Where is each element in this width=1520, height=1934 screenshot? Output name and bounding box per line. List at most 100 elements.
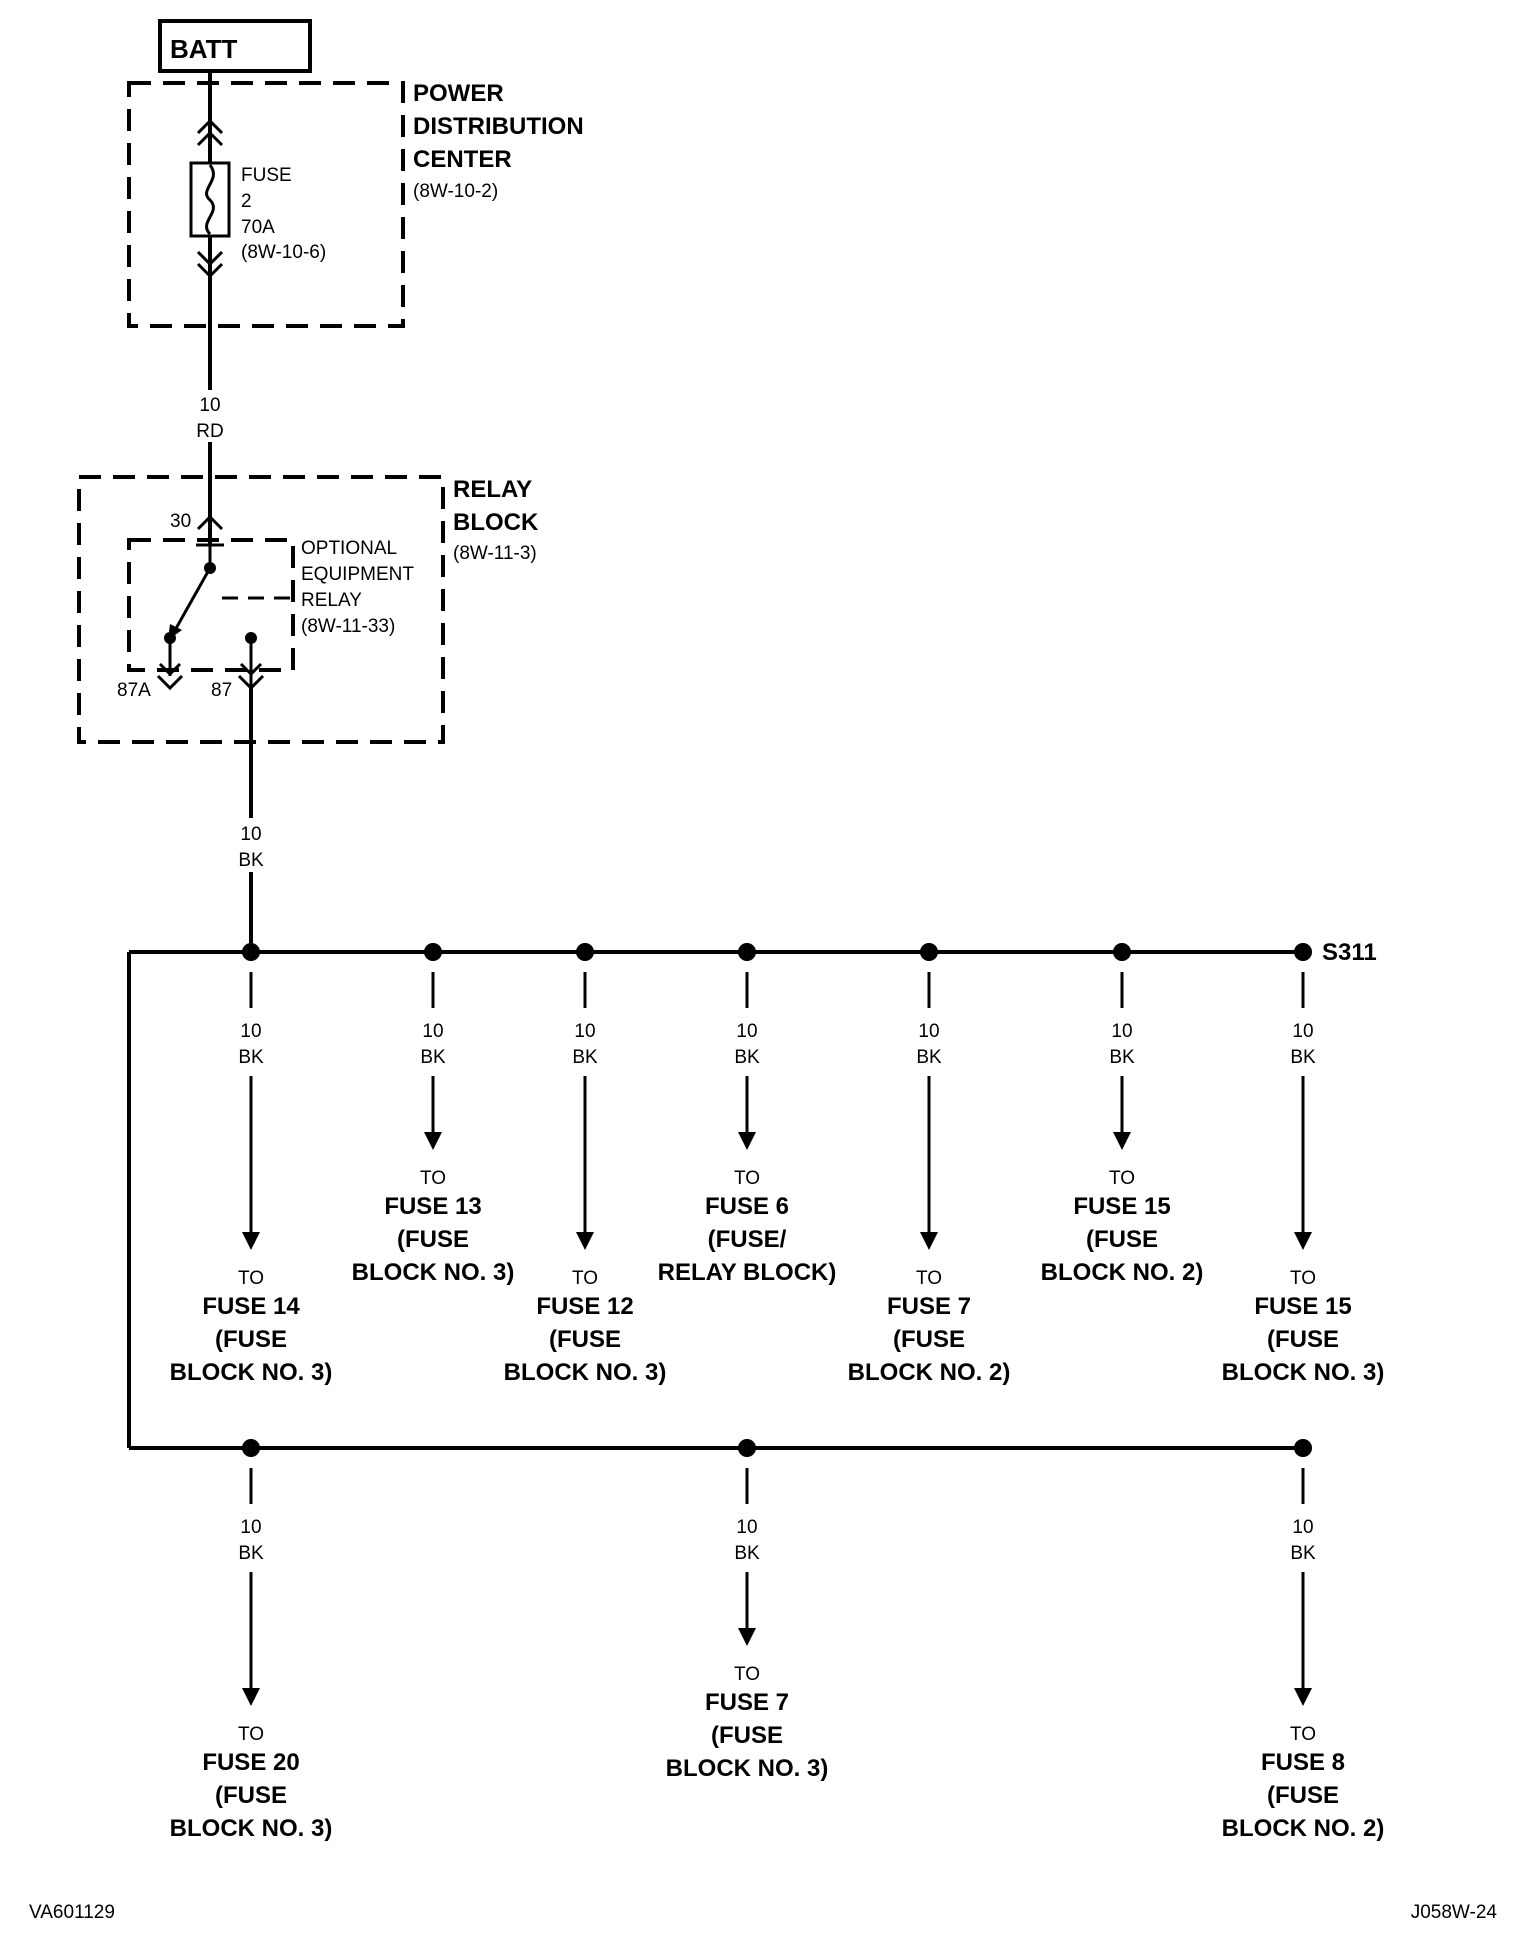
branch-row1-to-label-2: TO (420, 1168, 446, 1189)
branch-row2-arrowhead-1 (242, 1688, 260, 1706)
branch-row1-to-label-4: TO (734, 1168, 760, 1189)
pdc-ref: (8W-10-2) (413, 181, 498, 202)
branch-row1-dest-line-5-3: BLOCK NO. 2) (848, 1359, 1011, 1386)
feed-wire-label-bg (193, 390, 227, 442)
branch-row2-wire-color-1: BK (238, 1543, 264, 1564)
branch-row2-to-label-1: TO (238, 1724, 264, 1745)
branch-row1-dest-line-6-1: FUSE 15 (1073, 1193, 1170, 1220)
branch-row2-wire-color-2: BK (734, 1543, 760, 1564)
branch-row1-dest-line-1-3: BLOCK NO. 3) (170, 1359, 333, 1386)
branch-row1-dest-line-4-2: (FUSE/ (708, 1226, 787, 1253)
relay-block-title-line1: RELAY (453, 476, 532, 503)
pdc-title-line1: POWER (413, 80, 504, 107)
fuse-label-line3: 70A (241, 217, 275, 238)
splice-s311-label: S311 (1322, 939, 1377, 966)
branch-row1-wire-gauge-6: 10 (1111, 1021, 1132, 1042)
pdc-title-line3: CENTER (413, 146, 512, 173)
feed-wire-gauge: 10 (199, 395, 220, 416)
branch-row1-dest-line-5-1: FUSE 7 (887, 1293, 971, 1320)
branch-row1-to-label-3: TO (572, 1268, 598, 1289)
branch-row1-dest-line-3-3: BLOCK NO. 3) (504, 1359, 667, 1386)
branch-row1-to-label-6: TO (1109, 1168, 1135, 1189)
branch-row1-arrowhead-7 (1294, 1232, 1312, 1250)
relay-label-line1: OPTIONAL (301, 538, 397, 559)
branch-row1-dest-line-2-3: BLOCK NO. 3) (352, 1259, 515, 1286)
branch-row1-to-label-1: TO (238, 1268, 264, 1289)
fuse-2-label: FUSE 2 70A (8W-10-6) (241, 165, 326, 263)
fuse-label-line4: (8W-10-6) (241, 242, 326, 263)
branch-row1-splice-dot-7 (1294, 943, 1312, 961)
branch-row1-wire-color-7: BK (1290, 1047, 1316, 1068)
branch-row2-splice-dot-1 (242, 1439, 260, 1457)
branch-row1-wire-gauge-2: 10 (422, 1021, 443, 1042)
branch-row1-arrowhead-1 (242, 1232, 260, 1250)
branch-row2-arrowhead-3 (1294, 1688, 1312, 1706)
branch-row2-dest-line-1-3: BLOCK NO. 3) (170, 1815, 333, 1842)
branch-row1-splice-dot-2 (424, 943, 442, 961)
branch-row2-dest-line-2-1: FUSE 7 (705, 1689, 789, 1716)
branch-row1-dest-line-1-1: FUSE 14 (202, 1293, 300, 1320)
branch-row1-wire-color-3: BK (572, 1047, 598, 1068)
branch-row2-dest-line-2-2: (FUSE (711, 1722, 783, 1749)
fuse-label-line1: FUSE (241, 165, 292, 186)
branch-row2-splice-dot-2 (738, 1439, 756, 1457)
fuse-element (205, 164, 215, 236)
pdc-title: POWER DISTRIBUTION CENTER (8W-10-2) (413, 80, 584, 202)
pdc-title-line2: DISTRIBUTION (413, 113, 584, 140)
branch-row1-dest-line-2-2: (FUSE (397, 1226, 469, 1253)
branch-row1-dest-line-7-2: (FUSE (1267, 1326, 1339, 1353)
branch-row1-dest-line-3-1: FUSE 12 (536, 1293, 633, 1320)
relay-box (127, 538, 295, 672)
branch-row1-arrowhead-5 (920, 1232, 938, 1250)
branch-row1-wire-color-6: BK (1109, 1047, 1135, 1068)
branch-row2-wire-color-3: BK (1290, 1543, 1316, 1564)
relay-label-line4: (8W-11-33) (301, 616, 395, 637)
relay-label-line2: EQUIPMENT (301, 564, 414, 585)
branch-row1-splice-dot-3 (576, 943, 594, 961)
branch-row1-dest-line-4-1: FUSE 6 (705, 1193, 789, 1220)
branch-row1-dest-line-2-1: FUSE 13 (384, 1193, 481, 1220)
branch-row2-wire-gauge-2: 10 (736, 1517, 757, 1538)
relay-label-line3: RELAY (301, 590, 362, 611)
branch-row2-to-label-2: TO (734, 1664, 760, 1685)
branch-row1-arrowhead-4 (738, 1132, 756, 1150)
branch-row1-dest-line-4-3: RELAY BLOCK) (658, 1259, 837, 1286)
relay-switch-arm (172, 567, 212, 633)
output-wire-gauge: 10 (240, 824, 261, 845)
branch-row1-dest-line-7-1: FUSE 15 (1254, 1293, 1351, 1320)
branch-row1-arrowhead-3 (576, 1232, 594, 1250)
batt-box (158, 19, 312, 73)
pdc-connector-bottom (196, 236, 224, 279)
relay-pin-30-label: 30 (170, 511, 191, 532)
branch-row1-wire-color-2: BK (420, 1047, 446, 1068)
footer-right-code: J058W-24 (1411, 1902, 1498, 1923)
relay-block-title-line2: BLOCK (453, 509, 539, 536)
branch-row1-wire-gauge-5: 10 (918, 1021, 939, 1042)
branch-row2-dest-line-3-2: (FUSE (1267, 1782, 1339, 1809)
branch-row2-wire-gauge-1: 10 (240, 1517, 261, 1538)
branch-row1-wire-color-5: BK (916, 1047, 942, 1068)
branch-row2-dest-line-3-3: BLOCK NO. 2) (1222, 1815, 1385, 1842)
relay-block-ref: (8W-11-3) (453, 543, 537, 564)
branch-row1-dest-line-7-3: BLOCK NO. 3) (1222, 1359, 1385, 1386)
branch-row1-splice-dot-4 (738, 943, 756, 961)
relay-label: OPTIONAL EQUIPMENT RELAY (8W-11-33) (301, 538, 414, 637)
branch-row1-wire-gauge-7: 10 (1292, 1021, 1313, 1042)
branch-row1-wire-color-1: BK (238, 1047, 264, 1068)
branch-row1-dest-line-6-3: BLOCK NO. 2) (1041, 1259, 1204, 1286)
branch-row1-dest-line-1-2: (FUSE (215, 1326, 287, 1353)
branch-row1-wire-gauge-4: 10 (736, 1021, 757, 1042)
relay-block-title: RELAY BLOCK (8W-11-3) (453, 476, 539, 564)
pdc-connector-top (196, 118, 224, 163)
relay-pin-87a-connector (156, 662, 184, 691)
branch-row2-dest-line-1-1: FUSE 20 (202, 1749, 299, 1776)
output-wire-color: BK (238, 850, 264, 871)
relay-pin-87-label: 87 (211, 680, 232, 701)
branch-row1-to-label-5: TO (916, 1268, 942, 1289)
branch-row2-dest-line-1-2: (FUSE (215, 1782, 287, 1809)
branch-row1-wire-gauge-3: 10 (574, 1021, 595, 1042)
relay-block-box (77, 475, 445, 744)
fuse-label-line2: 2 (241, 191, 252, 212)
branch-row2-to-label-3: TO (1290, 1724, 1316, 1745)
